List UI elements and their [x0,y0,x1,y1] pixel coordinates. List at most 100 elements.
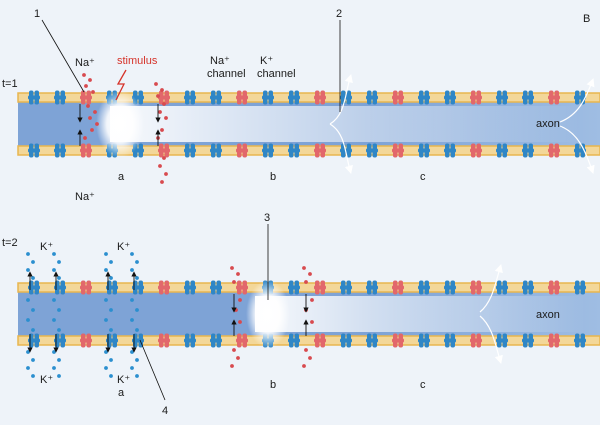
na-ion [236,356,240,360]
k-ion [57,260,61,264]
channel-pore [80,95,92,100]
channel-pore [314,95,326,100]
k-ion-label-bottom-1: K⁺ [40,374,53,386]
channel-pore [522,285,534,290]
channel-pore [106,285,118,290]
k-ion [104,318,108,322]
k-channel [106,280,118,295]
na-ion [88,78,92,82]
channel-pore [366,95,378,100]
channel-pore [574,338,586,343]
na-ion [308,272,312,276]
k-ion [130,366,134,370]
na-ion [304,280,308,284]
k-channel [54,280,66,295]
k-ion [31,328,35,332]
k-ion [104,268,108,272]
na-ion [304,348,308,352]
na-channel [314,90,326,105]
k-channel [210,333,222,348]
channels-panel-1 [28,90,586,158]
axon-label-2: axon [536,309,560,321]
k-channel [28,143,40,158]
channel-pore [132,285,144,290]
channel-pore [470,148,482,153]
ions-panel-1 [77,73,168,184]
membrane-top-1 [17,92,600,103]
k-channel [210,280,222,295]
k-channel [184,280,196,295]
channel-pore [262,148,274,153]
k-channel [418,90,430,105]
channel-pore [184,285,196,290]
channel-pore [236,338,248,343]
k-ion [57,358,61,362]
k-channel [262,143,274,158]
k-ion [104,350,108,354]
k-ion [26,350,30,354]
current-arrow-6 [479,315,503,365]
channel-pore [158,148,170,153]
k-ion [57,374,61,378]
channel-pore [470,338,482,343]
k-ion [52,268,56,272]
na-channel [470,143,482,158]
na-ion [83,136,87,140]
channel-pore [392,285,404,290]
k-channel [340,333,352,348]
channel-pore [236,148,248,153]
na-ion [308,356,312,360]
axon-label-1: axon [536,118,560,130]
panel-1: t=1 1 2 B Na⁺ Na⁺ stimulus Na⁺ channel K… [2,8,600,203]
zone-b-2: b [270,379,276,391]
channel-pore [54,95,66,100]
na-ion [302,364,306,368]
channel-pore [28,148,40,153]
na-ion [238,298,242,302]
k-channel [418,143,430,158]
current-arrow-4 [559,125,595,174]
na-channel [80,280,92,295]
na-ion [164,116,168,120]
channel-pore [522,148,534,153]
na-ion [310,320,314,324]
k-ion [104,298,108,302]
k-ion-label-top-1: K⁺ [40,241,53,253]
channel-pore [366,148,378,153]
k-ion-label-bottom-2: K⁺ [117,374,130,386]
na-channel [470,90,482,105]
na-ion [164,172,168,176]
channel-pore [314,338,326,343]
channel-pore [548,148,560,153]
na-channel [314,280,326,295]
channel-pore [340,338,352,343]
na-channel [80,143,92,158]
channel-pore [392,95,404,100]
k-ion [31,260,35,264]
k-channel [522,143,534,158]
current-arrow-2 [329,123,353,175]
zone-a-2: a [118,387,125,399]
channel-pore [444,338,456,343]
k-channel [444,333,456,348]
k-ion [130,252,134,256]
k-channel [288,280,300,295]
channel-pore [184,148,196,153]
k-ion [52,252,56,256]
k-ion [135,276,139,280]
na-channel [158,333,170,348]
channel-pore [548,338,560,343]
impulse-trail-1 [110,106,580,142]
na-channel [158,280,170,295]
channel-pore [366,338,378,343]
channel-pore [54,338,66,343]
k-channel [418,333,430,348]
na-ion [93,110,97,114]
na-channel [548,333,560,348]
channel-pore [28,285,40,290]
k-ion [135,374,139,378]
stimulus-label: stimulus [117,55,158,67]
k-channel [288,143,300,158]
impulse-glow-2 [246,280,290,348]
